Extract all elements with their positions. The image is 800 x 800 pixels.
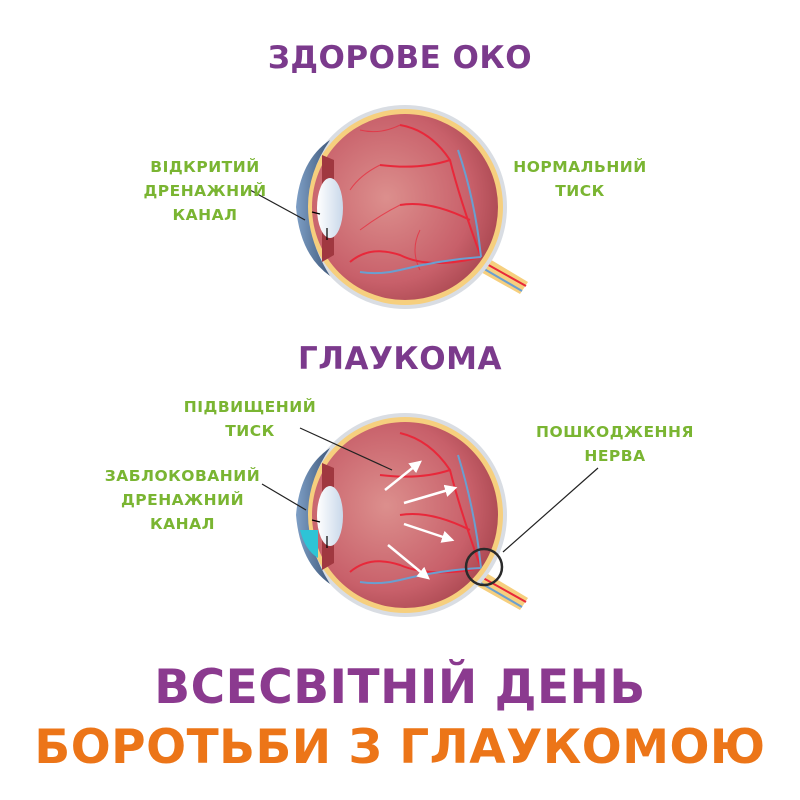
blocked-drain-leader-line	[261, 483, 307, 511]
label-line: ПОШКОДЖЕННЯ	[536, 423, 694, 441]
healthy-eye-title: ЗДОРОВЕ ОКО	[267, 40, 533, 76]
label-line: НЕРВА	[584, 447, 646, 465]
glaucoma-title: ГЛАУКОМА	[298, 341, 502, 377]
label-line: ВІДКРИТИЙ	[150, 158, 260, 176]
label-blocked-drain: ЗАБЛОКОВАНИЙ ДРЕНАЖНИЙ КАНАЛ	[100, 464, 265, 536]
banner-line-2: БОРОТЬБИ З ГЛАУКОМОЮ	[34, 720, 766, 775]
label-nerve-damage: ПОШКОДЖЕННЯ НЕРВА	[530, 420, 700, 468]
label-line: ТИСК	[555, 182, 605, 200]
label-line: ЗАБЛОКОВАНИЙ	[104, 467, 261, 485]
label-normal-pressure: НОРМАЛЬНИЙ ТИСК	[510, 155, 650, 203]
glaucoma-eye-illustration	[296, 413, 528, 617]
nerve-damage-leader-line	[502, 467, 599, 553]
label-line: КАНАЛ	[172, 206, 238, 224]
nerve-damage-circle	[464, 547, 504, 587]
label-line: КАНАЛ	[149, 515, 215, 533]
label-line: ДРЕНАЖНИЙ	[120, 491, 245, 509]
label-open-drain: ВІДКРИТИЙ ДРЕНАЖНИЙ КАНАЛ	[140, 155, 270, 227]
label-line: ТИСК	[225, 422, 275, 440]
label-line: НОРМАЛЬНИЙ	[513, 158, 647, 176]
label-high-pressure: ПІДВИЩЕНИЙ ТИСК	[180, 395, 320, 443]
healthy-eye-illustration	[296, 105, 528, 309]
banner-line-1: ВСЕСВІТНІЙ ДЕНЬ	[154, 660, 646, 715]
blocked-channel-highlight	[300, 530, 318, 558]
pressure-arrows	[384, 460, 458, 580]
label-line: ДРЕНАЖНИЙ	[143, 182, 267, 200]
open-drain-leader-line	[249, 189, 306, 221]
high-pressure-leader-line	[299, 427, 393, 471]
label-line: ПІДВИЩЕНИЙ	[183, 398, 317, 416]
